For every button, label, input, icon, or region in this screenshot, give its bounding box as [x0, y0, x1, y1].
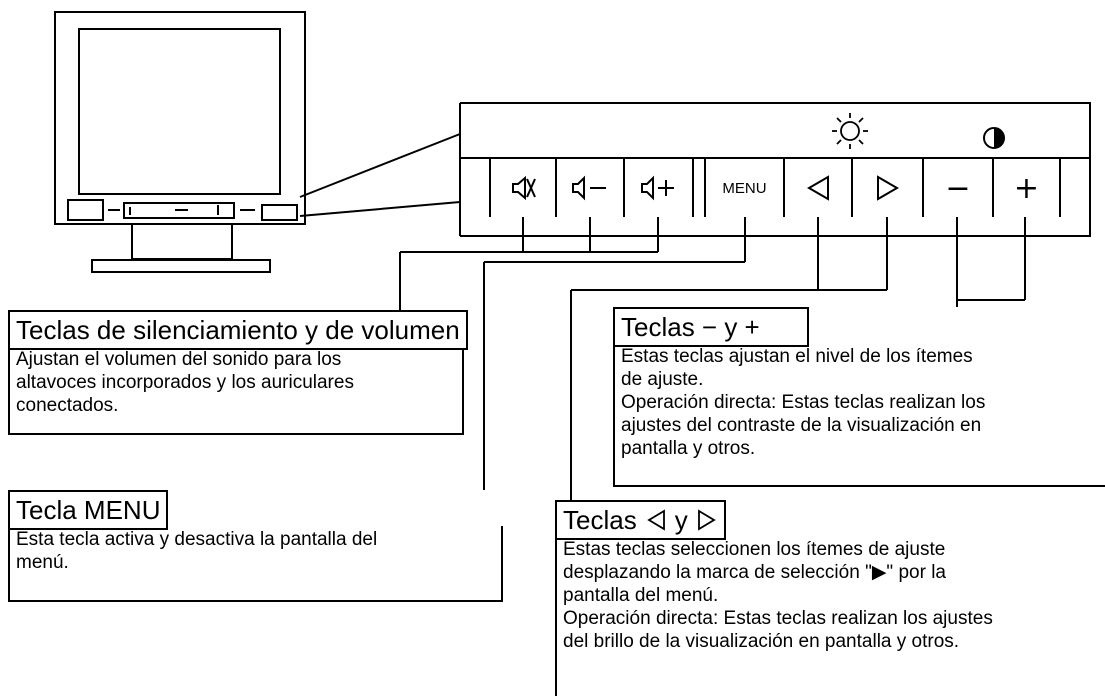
callout-menu-key: Tecla MENU Esta tecla activa y desactiva… [8, 490, 503, 602]
callout-arrows-title-mid: y [674, 505, 688, 535]
menu-leader-line [483, 217, 746, 490]
half-circle-icon [983, 127, 1005, 149]
callout-minus-plus-keys: Teclas − y + Estas teclas ajustan el niv… [613, 307, 1105, 487]
volume-down-button[interactable] [557, 168, 623, 208]
volume-up-button[interactable] [625, 168, 692, 208]
callout-arrows-title-prefix: Teclas [563, 505, 637, 535]
control-panel-outline [459, 102, 1091, 237]
callout-minus-plus-body: Estas teclas ajustan el nivel de los íte… [621, 346, 986, 459]
right-triangle-icon [876, 175, 899, 201]
callout-volume-body: Ajustan el volumen del sonido para los a… [16, 349, 354, 416]
speaker-minus-icon [572, 175, 606, 201]
minus-button[interactable]: − [945, 170, 971, 206]
callout-minus-plus-title: Teclas − y + [613, 307, 809, 347]
mute-button[interactable] [491, 168, 555, 208]
callout-arrows-body: Estas teclas seleccionen los ítemes de a… [563, 539, 993, 652]
callout-arrows-title: Teclas y [555, 500, 726, 540]
callout-menu-title: Tecla MENU [8, 490, 169, 530]
left-triangle-icon [646, 509, 665, 531]
volume-leader-lines [399, 217, 659, 310]
speaker-plus-icon [640, 175, 674, 201]
arrows-leader-lines [570, 217, 888, 500]
mute-speaker-icon [512, 175, 536, 201]
sun-icon [832, 113, 868, 149]
monitor-illustration [54, 11, 461, 273]
menu-button[interactable]: MENU [722, 179, 767, 197]
left-arrow-button[interactable] [785, 168, 851, 208]
minus-plus-leader-lines [956, 217, 1026, 307]
right-triangle-icon [697, 509, 716, 531]
plus-button[interactable]: + [1013, 170, 1040, 206]
callout-volume-title: Teclas de silenciamiento y de volumen [8, 310, 468, 350]
left-triangle-icon [807, 175, 829, 201]
callout-menu-body: Esta tecla activa y desactiva la pantall… [16, 529, 378, 573]
right-arrow-button[interactable] [853, 168, 922, 208]
callout-arrow-keys: Teclas y Estas teclas seleccionen los ít… [555, 500, 1105, 696]
callout-volume-keys: Teclas de silenciamiento y de volumen Aj… [8, 310, 468, 435]
